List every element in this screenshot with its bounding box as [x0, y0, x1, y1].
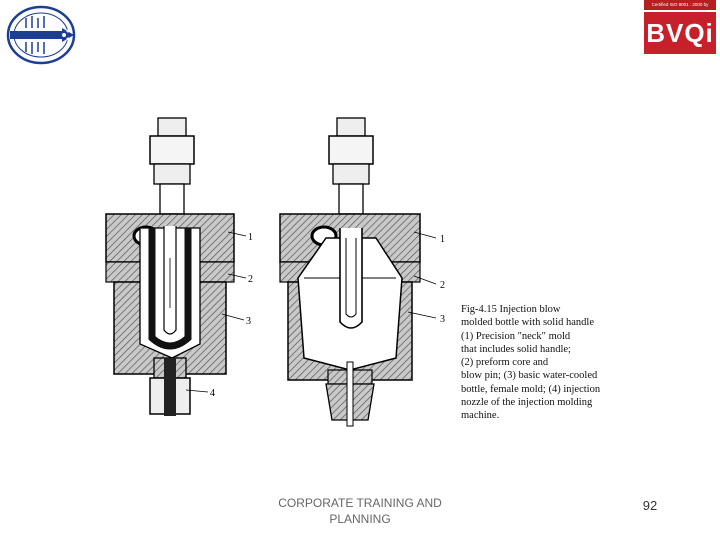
callout-4-left: 4	[210, 388, 215, 399]
callout-2-left: 2	[248, 274, 253, 285]
callout-1-right: 1	[440, 234, 445, 245]
caption-line: Fig-4.15 Injection blow	[461, 304, 561, 315]
caption-line: bottle, female mold; (4) injection	[461, 383, 601, 395]
certification-text: Certified ISO 9001 : 2000 by	[644, 0, 716, 10]
left-mold-drawing	[105, 117, 247, 416]
caption-line: nozzle of the injection molding	[461, 397, 593, 409]
caption-line: that includes solid handle;	[461, 343, 571, 355]
caption-line: (2) preform core and	[461, 357, 549, 369]
injection-blow-mold-figure: 1 2 3 4	[100, 108, 640, 438]
callout-2-right: 2	[440, 280, 445, 291]
caption-line: molded bottle with solid handle	[461, 317, 594, 329]
callout-3-right: 3	[440, 314, 445, 325]
right-mold-drawing	[279, 117, 437, 427]
footer-line-2: PLANNING	[329, 512, 391, 526]
figure-caption: Fig-4.15 Injection blow molded bottle wi…	[461, 303, 641, 423]
callout-3-left: 3	[246, 316, 251, 327]
caption-line: blow pin; (3) basic water-cooled	[461, 370, 598, 382]
caption-line: (1) Precision "neck" mold	[461, 330, 571, 342]
callout-1-left: 1	[248, 232, 253, 243]
page-number: 92	[642, 498, 658, 513]
footer-line-1: CORPORATE TRAINING AND	[278, 496, 442, 510]
bvqi-mark: BVQi	[644, 12, 716, 54]
footer-text: CORPORATE TRAINING AND PLANNING	[270, 495, 450, 527]
bvqi-certification-logo: Certified ISO 9001 : 2000 by BVQi	[644, 0, 716, 54]
training-institute-logo-icon	[4, 4, 78, 66]
caption-line: machine.	[461, 410, 500, 422]
